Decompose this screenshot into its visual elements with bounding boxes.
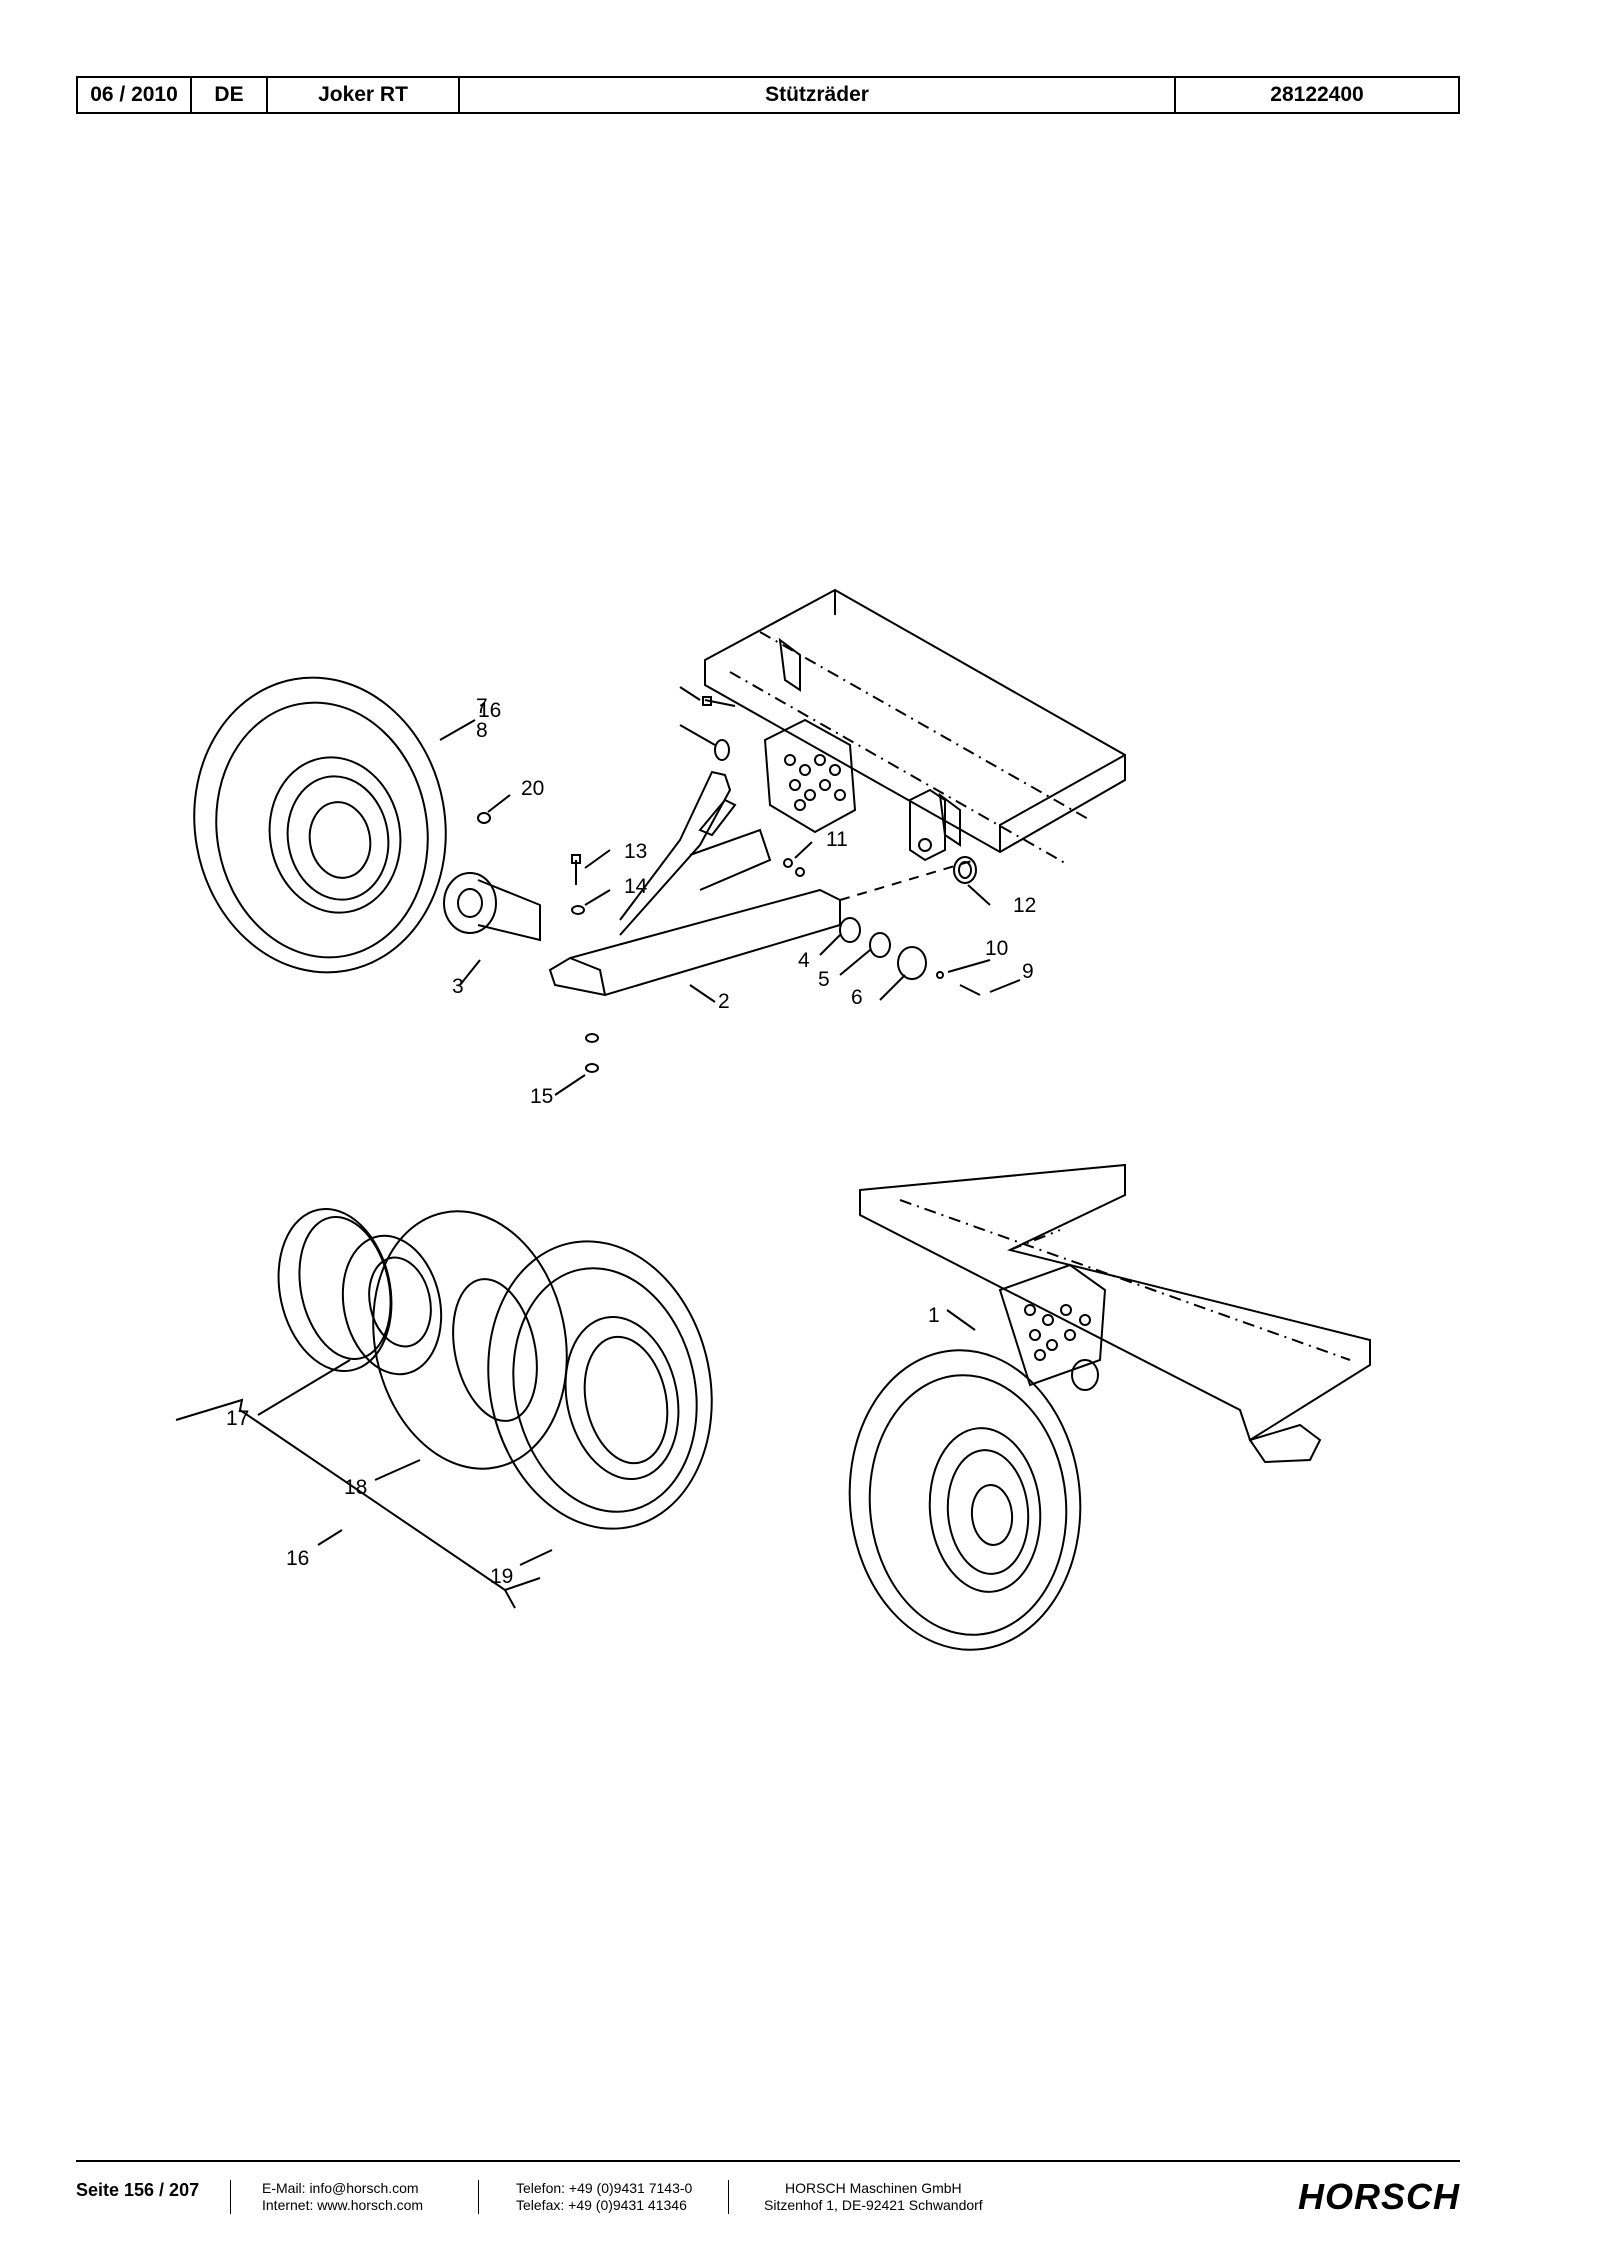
footer-separator bbox=[230, 2180, 231, 2214]
label-18: 18 bbox=[344, 1476, 367, 1499]
footer-fax: Telefax: +49 (0)9431 41346 bbox=[516, 2197, 687, 2213]
leader-lines-upper bbox=[439, 686, 1021, 1096]
label-9: 9 bbox=[1022, 960, 1034, 983]
label-7: 7 bbox=[476, 695, 488, 718]
header-date: 06 / 2010 bbox=[78, 78, 192, 112]
wheel-16-upper bbox=[193, 676, 447, 974]
header-title: Stützräder bbox=[460, 78, 1176, 112]
label-5: 5 bbox=[818, 968, 830, 991]
label-10: 10 bbox=[985, 937, 1008, 960]
hub-3 bbox=[443, 872, 541, 942]
small-parts bbox=[477, 696, 981, 1073]
label-8: 8 bbox=[476, 719, 488, 742]
frame-beam-lower bbox=[859, 1163, 1371, 1464]
header-language: DE bbox=[192, 78, 268, 112]
label-3: 3 bbox=[452, 975, 464, 998]
label-13: 13 bbox=[624, 840, 647, 863]
leader-lines-lower-right bbox=[946, 1309, 976, 1331]
label-4: 4 bbox=[798, 949, 810, 972]
bracket-plate-upper bbox=[763, 718, 946, 862]
footer-internet: Internet: www.horsch.com bbox=[262, 2197, 424, 2213]
footer-company: HORSCH Maschinen GmbH bbox=[785, 2180, 962, 2196]
horsch-logo: HORSCH bbox=[1297, 2176, 1460, 2217]
label-17: 17 bbox=[226, 1407, 249, 1430]
label-11: 11 bbox=[826, 828, 848, 851]
label-20: 20 bbox=[521, 777, 544, 800]
footer-email: E-Mail: info@horsch.com bbox=[262, 2180, 419, 2196]
label-1: 1 bbox=[928, 1304, 940, 1327]
label-14: 14 bbox=[624, 875, 648, 898]
label-16-upper: 16 bbox=[478, 699, 501, 722]
label-6: 6 bbox=[851, 986, 863, 1009]
header-number: 28122400 bbox=[1270, 83, 1364, 106]
label-2: 2 bbox=[718, 990, 730, 1013]
position-labels: 7 8 16 20 13 14 11 12 4 5 6 10 9 3 2 15 … bbox=[226, 695, 1036, 1588]
wheel-assembled-lower bbox=[848, 1349, 1082, 1651]
exploded-wheel-lower bbox=[277, 1207, 713, 1530]
footer-separator bbox=[478, 2180, 479, 2214]
label-19: 19 bbox=[490, 1565, 513, 1588]
footer-contact-web: E-Mail: info@horsch.com Internet: www.ho… bbox=[262, 2180, 423, 2214]
swing-arm-2 bbox=[548, 770, 841, 997]
footer-contact-phone: Telefon: +49 (0)9431 7143-0 Telefax: +49… bbox=[516, 2180, 692, 2214]
footer-phone: Telefon: +49 (0)9431 7143-0 bbox=[516, 2180, 693, 2196]
frame-beam-upper bbox=[704, 588, 1126, 864]
footer-separator bbox=[728, 2180, 729, 2214]
label-16-lower: 16 bbox=[286, 1547, 309, 1570]
footer-address: Sitzenhof 1, DE-92421 Schwandorf bbox=[764, 2197, 983, 2213]
header-model: Joker RT bbox=[268, 78, 460, 112]
leader-lines-lower-left bbox=[175, 1359, 553, 1609]
page-number: Seite 156 / 207 bbox=[76, 2180, 200, 2200]
label-12: 12 bbox=[1013, 894, 1036, 917]
label-15: 15 bbox=[530, 1085, 553, 1108]
header-table: 06 / 2010 DE Joker RT Stützräder 2812240… bbox=[76, 76, 1460, 114]
footer-divider bbox=[76, 2160, 1460, 2162]
footer: Seite 156 / 207 E-Mail: info@horsch.com … bbox=[76, 2170, 1460, 2230]
footer-company-block: HORSCH Maschinen GmbH Sitzenhof 1, DE-92… bbox=[764, 2180, 983, 2214]
